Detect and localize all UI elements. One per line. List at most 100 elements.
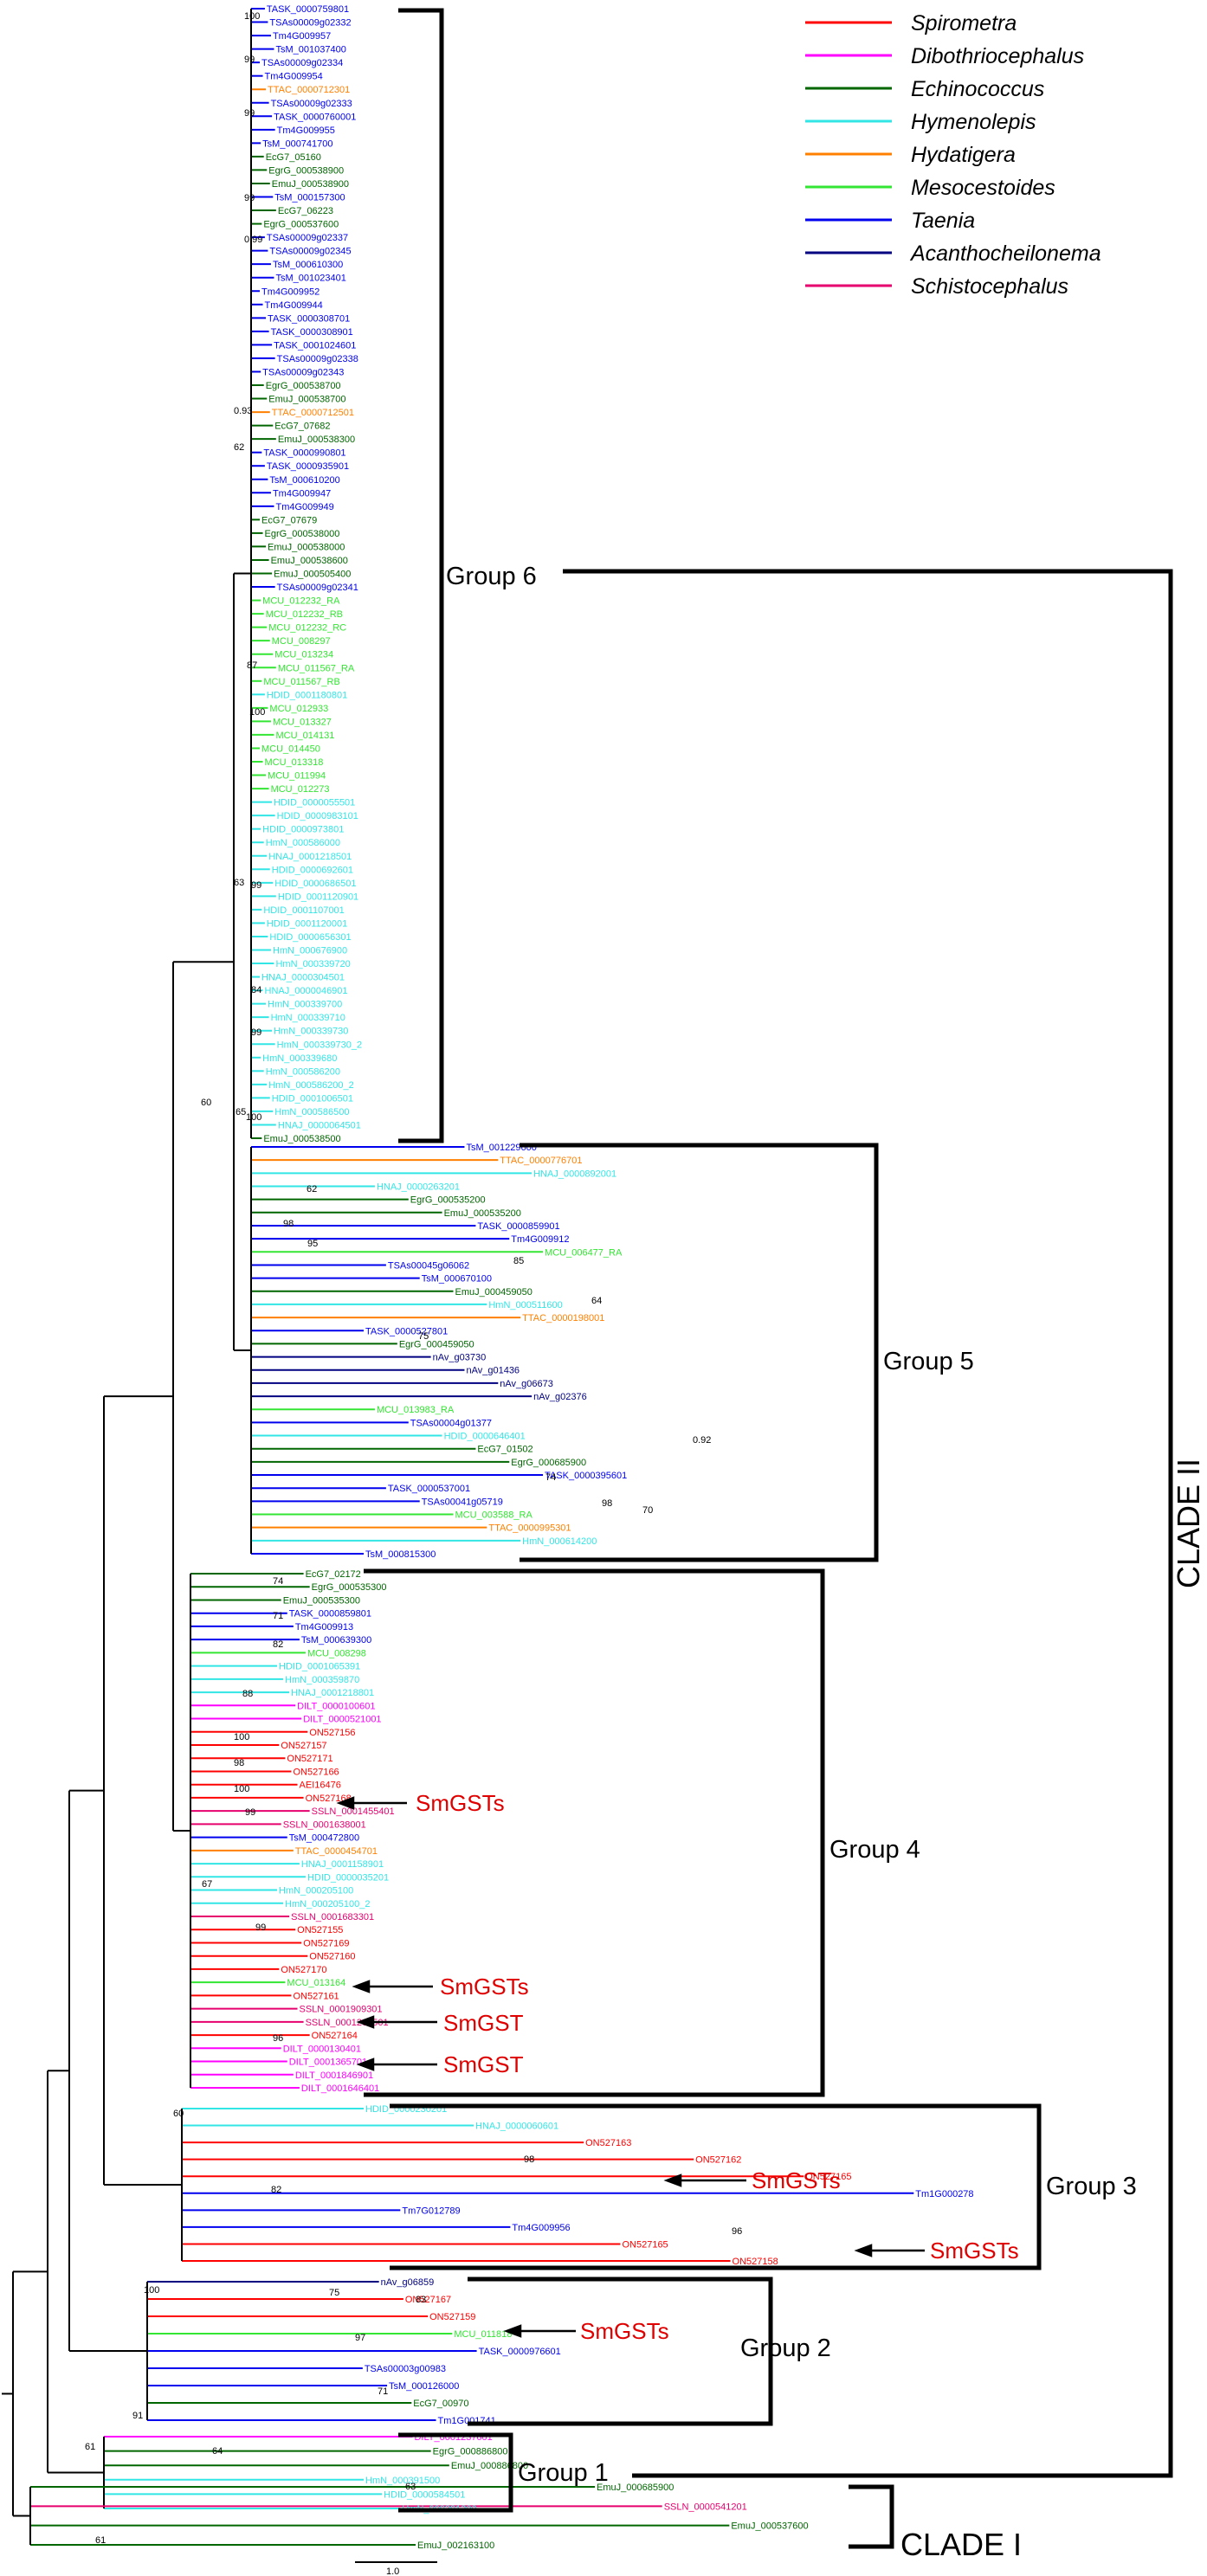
leaf-label: ON527156 [309,1728,355,1738]
leaf-label: TSAs00009g02334 [261,58,343,68]
leaf-label: nAv_g06859 [381,2277,435,2288]
leaf-label: EgrG_000538000 [265,529,340,539]
smgst-label-1: SmGST [443,2010,524,2036]
bootstrap-value: 96 [273,2033,283,2044]
leaf-label: MCU_012232_RA [262,596,340,607]
group-3-label: Group 3 [1046,2173,1137,2200]
leaf-label: MCU_011994 [268,771,326,782]
leaf-label: ON527161 [293,1991,339,2001]
bootstrap-value: 0.92 [693,1435,711,1446]
bootstrap-value: 60 [201,1098,211,1108]
bootstrap-value: 82 [273,1639,283,1650]
clade-2-label: CLADE II [1171,1459,1206,1588]
bootstrap-value: 61 [85,2442,95,2452]
leaf-label: TASK_0000759801 [267,4,349,15]
bootstrap-value: 74 [545,1472,556,1483]
bootstrap-value: 67 [202,1879,212,1890]
bootstrap-value: 84 [251,985,261,995]
leaf-label: TsM_001023401 [275,274,345,284]
leaf-label: EmuJ_000538300 [278,435,355,445]
leaf-label: nAv_g03730 [433,1353,487,1363]
leaf-label: EcG7_01502 [477,1445,532,1455]
leaf-label: HmN_000676900 [273,946,347,956]
leaf-label: ON527169 [303,1938,349,1948]
leaf-label: HNAJ_0001218801 [291,1688,374,1698]
bootstrap-value: 75 [418,1331,429,1342]
group-2-label: Group 2 [740,2334,831,2362]
leaf-label: ON527155 [297,1925,343,1935]
leaf-label: HmN_000359870 [285,1675,359,1685]
leaf-label: TASK_0000859801 [289,1609,371,1620]
leaf-label: TsM_000670100 [422,1274,492,1285]
leaf-label: HmN_000339720 [275,959,350,969]
leaf-label: EcG7_02172 [306,1569,361,1580]
leaf-label: ON527171 [287,1754,332,1764]
leaf-label: ON527168 [306,1794,352,1804]
leaf-label: EcG7_07682 [274,422,330,432]
leaf-label: HDID_0001180801 [267,690,347,700]
leaf-label: EmuJ_000538600 [271,556,348,566]
leaf-label: Tm4G009947 [273,488,331,499]
leaf-label: HmN_000586500 [274,1107,349,1117]
legend-label-echinococcus: Echinococcus [911,77,1044,101]
leaf-label: TASK_0000395601 [545,1471,627,1481]
leaf-label: SSLN_0001909301 [300,2005,383,2015]
leaf-label: EmuJ_000538900 [272,179,349,190]
leaf-label: MCU_014131 [275,731,334,741]
leaf-label: HNAJ_0000892001 [533,1169,616,1179]
leaf-label: HmN_000205100_2 [285,1899,370,1909]
leaf-label: Tm1G000278 [915,2189,973,2199]
leaf-label: EgrG_000538900 [268,165,344,176]
leaf-label: HmN_000586200 [266,1066,340,1077]
bootstrap-value: 98 [234,1758,244,1768]
leaf-label: EmuJ_000537600 [731,2521,808,2532]
bootstrap-value: 65 [236,1107,246,1117]
bootstrap-value: 99 [244,193,255,203]
bootstrap-value: 100 [234,1732,249,1742]
leaf-label: ON527163 [585,2138,631,2148]
bootstrap-value: 95 [307,1239,318,1249]
leaf-labels: TASK_0000759801TSAs00009g02332Tm4G009957… [261,4,974,2551]
leaf-label: TASK_0000976601 [479,2347,561,2357]
leaf-label: HDID_0000686501 [274,879,356,889]
leaf-label: TASK_0000308701 [268,313,350,324]
leaf-label: MCU_011567_RA [278,663,355,673]
leaf-label: MCU_014450 [261,744,320,754]
leaf-label: EgrG_000886800 [433,2447,508,2457]
leaf-label: HNAJ_0000263201 [377,1182,460,1192]
leaf-label: HNAJ_0000064501 [278,1120,361,1130]
leaf-label: Tm4G009944 [265,300,323,311]
bootstrap-value: 64 [591,1296,602,1306]
leaf-label: ON527166 [293,1767,339,1777]
leaf-label: HmN_000614200 [522,1536,597,1547]
legend-label-hydatigera: Hydatigera [911,143,1016,167]
leaf-label: TSAs00045g06062 [388,1260,469,1271]
legend-label-hymenolepis: Hymenolepis [911,110,1036,134]
leaf-label: EgrG_000535300 [312,1582,387,1593]
leaf-label: HmN_000339680 [262,1053,337,1064]
leaf-label: EgrG_000459050 [399,1339,474,1349]
leaf-label: Tm4G009956 [512,2223,570,2233]
leaf-label: Tm4G009949 [275,502,333,512]
leaf-label: TsM_000639300 [301,1635,371,1645]
leaf-label: SSLN_0001638001 [283,1819,366,1830]
leaf-label: HmN_000339730_2 [277,1040,362,1050]
leaf-label: ON527160 [309,1952,355,1962]
bootstrap-value: 99 [244,55,255,65]
leaf-label: TTAC_0000776701 [500,1156,582,1166]
leaf-label: HNAJ_0000046901 [265,986,348,996]
bootstrap-value: 100 [249,707,265,718]
leaf-label: TSAs00009g02338 [277,354,358,364]
leaf-label: HmN_000339730 [274,1027,348,1037]
bootstrap-value: 63 [405,2482,416,2492]
leaf-label: HDID_0000983101 [277,811,358,821]
leaf-label: Tm4G009954 [265,72,323,82]
leaf-label: TSAs00009g02337 [267,233,348,243]
leaf-label: TsM_001229600 [466,1143,536,1153]
leaf-label: SSLN_0000541201 [664,2502,747,2512]
leaf-label: TASK_0000990801 [263,448,345,459]
leaf-label: ON527164 [312,2031,358,2041]
bootstrap-value: 96 [732,2226,742,2237]
smgsts-label-4: SmGSTs [930,2238,1019,2264]
